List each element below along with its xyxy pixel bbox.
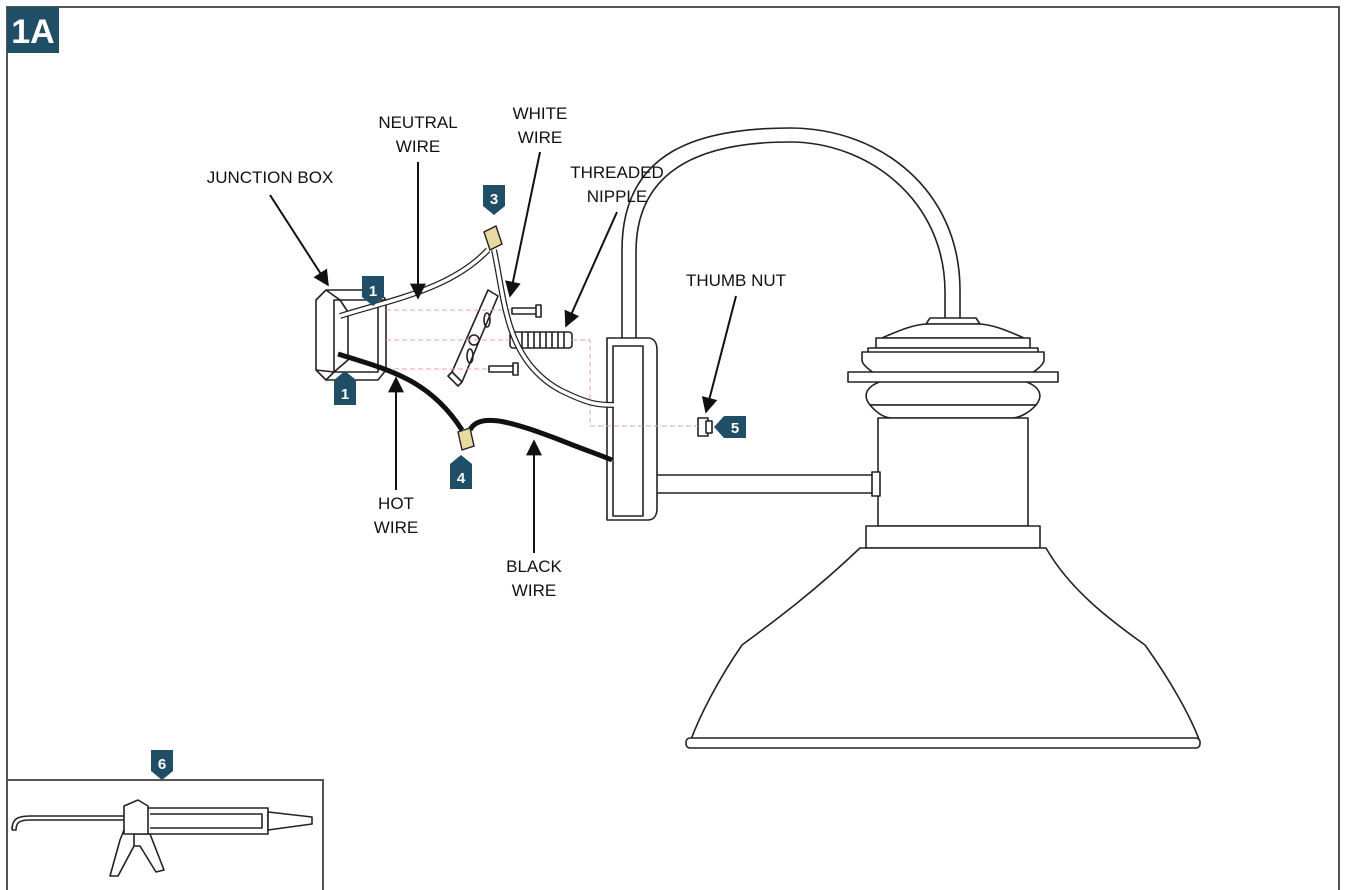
mounting-screw — [488, 362, 519, 376]
label-black-wire-1: BLACK — [506, 557, 562, 576]
callout-badge: 1 — [362, 276, 384, 306]
label-thumb-nut: THUMB NUT — [686, 271, 786, 290]
label-neutral-wire-1: NEUTRAL — [378, 113, 457, 132]
white-wire — [491, 249, 615, 408]
label-black-wire-2: WIRE — [512, 581, 556, 600]
alignment-guides — [386, 309, 698, 427]
wire-connector — [457, 427, 475, 451]
label-white-wire-2: WIRE — [518, 128, 562, 147]
black-wire — [467, 417, 613, 463]
label-threaded-nipple-1: THREADED — [570, 163, 664, 182]
callout-badge: 6 — [151, 750, 173, 780]
svg-text:6: 6 — [158, 756, 166, 773]
svg-text:5: 5 — [731, 420, 739, 437]
caulk-gun-inset — [7, 779, 324, 890]
callout-badge: 5 — [714, 416, 746, 438]
diagram-frame — [6, 6, 1340, 890]
svg-text:1: 1 — [369, 283, 377, 300]
callout-badge: 3 — [483, 185, 505, 215]
svg-text:4: 4 — [457, 470, 466, 487]
svg-text:1: 1 — [341, 386, 349, 403]
callout-badge: 4 — [450, 455, 472, 489]
label-hot-wire-2: WIRE — [374, 518, 418, 537]
lamp-fixture — [606, 127, 1201, 749]
svg-text:1A: 1A — [11, 13, 54, 51]
step-badge: 1A — [7, 7, 59, 53]
label-hot-wire-1: HOT — [378, 494, 414, 513]
label-junction-box: JUNCTION BOX — [207, 168, 334, 187]
svg-text:3: 3 — [490, 191, 498, 208]
label-threaded-nipple-2: NIPPLE — [587, 187, 647, 206]
thumb-nut — [697, 417, 713, 437]
mounting-screw — [511, 304, 542, 318]
hot-wire — [337, 351, 465, 432]
caulk-gun-icon — [11, 799, 313, 877]
label-neutral-wire-2: WIRE — [396, 137, 440, 156]
junction-box — [315, 289, 387, 381]
callout-badge: 1 — [334, 371, 356, 405]
label-white-wire-1: WHITE — [513, 104, 568, 123]
wire-connector — [483, 225, 503, 251]
